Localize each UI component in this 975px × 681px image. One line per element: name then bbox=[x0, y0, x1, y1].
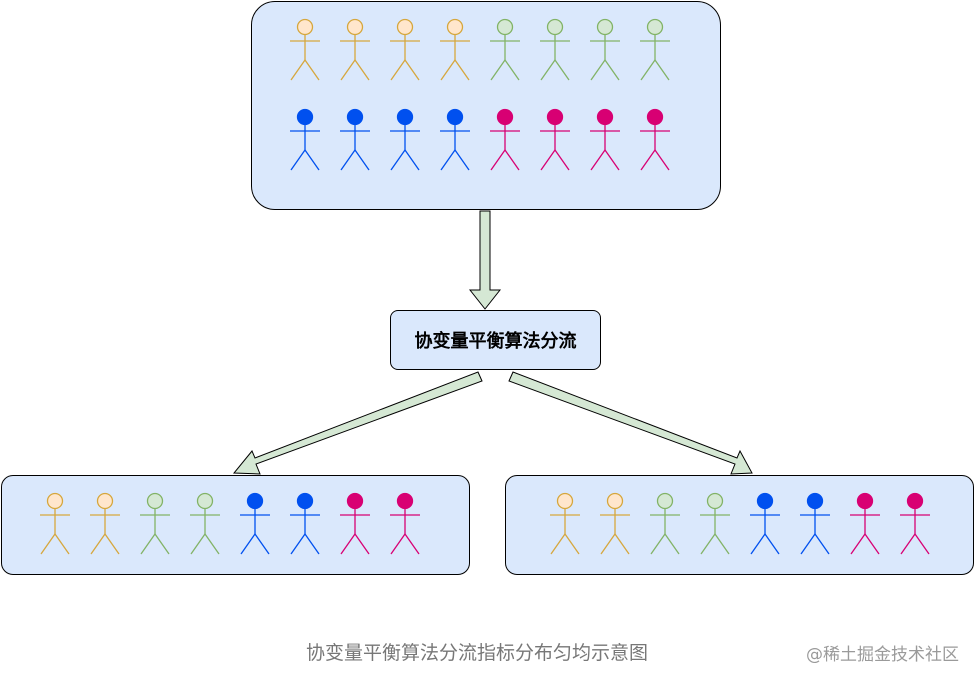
person-icon-orange bbox=[440, 18, 470, 81]
person-icon-magenta bbox=[390, 492, 420, 555]
person-icon-orange bbox=[290, 18, 320, 81]
person-icon-orange bbox=[40, 492, 70, 555]
person-icon-green bbox=[590, 18, 620, 81]
person-icon-blue bbox=[440, 108, 470, 171]
person-icon-magenta bbox=[640, 108, 670, 171]
process-box: 协变量平衡算法分流 bbox=[390, 310, 601, 370]
person-icon-blue bbox=[750, 492, 780, 555]
person-icon-orange bbox=[550, 492, 580, 555]
person-icon-green bbox=[700, 492, 730, 555]
person-icon-green bbox=[190, 492, 220, 555]
person-icon-green bbox=[540, 18, 570, 81]
person-icon-green bbox=[640, 18, 670, 81]
person-icon-blue bbox=[240, 492, 270, 555]
person-icon-magenta bbox=[590, 108, 620, 171]
person-icon-green bbox=[490, 18, 520, 81]
person-icon-orange bbox=[600, 492, 630, 555]
person-icon-blue bbox=[800, 492, 830, 555]
figure-caption: 协变量平衡算法分流指标分布匀均示意图 bbox=[306, 642, 649, 664]
arrow-right-group bbox=[508, 371, 753, 475]
arrow-down bbox=[468, 210, 502, 310]
person-icon-magenta bbox=[490, 108, 520, 171]
watermark: @稀土掘金技术社区 bbox=[806, 645, 959, 665]
arrow-left-group bbox=[232, 371, 483, 475]
person-icon-magenta bbox=[340, 492, 370, 555]
right-group-box bbox=[505, 475, 974, 575]
person-icon-magenta bbox=[850, 492, 880, 555]
left-group-box bbox=[1, 475, 470, 575]
person-icon-orange bbox=[90, 492, 120, 555]
person-icon-orange bbox=[390, 18, 420, 81]
process-label: 协变量平衡算法分流 bbox=[414, 331, 577, 352]
population-box bbox=[251, 1, 721, 210]
person-icon-blue bbox=[290, 492, 320, 555]
person-icon-green bbox=[650, 492, 680, 555]
person-icon-magenta bbox=[900, 492, 930, 555]
person-icon-magenta bbox=[540, 108, 570, 171]
person-icon-green bbox=[140, 492, 170, 555]
person-icon-blue bbox=[290, 108, 320, 171]
person-icon-blue bbox=[340, 108, 370, 171]
person-icon-blue bbox=[390, 108, 420, 171]
person-icon-orange bbox=[340, 18, 370, 81]
